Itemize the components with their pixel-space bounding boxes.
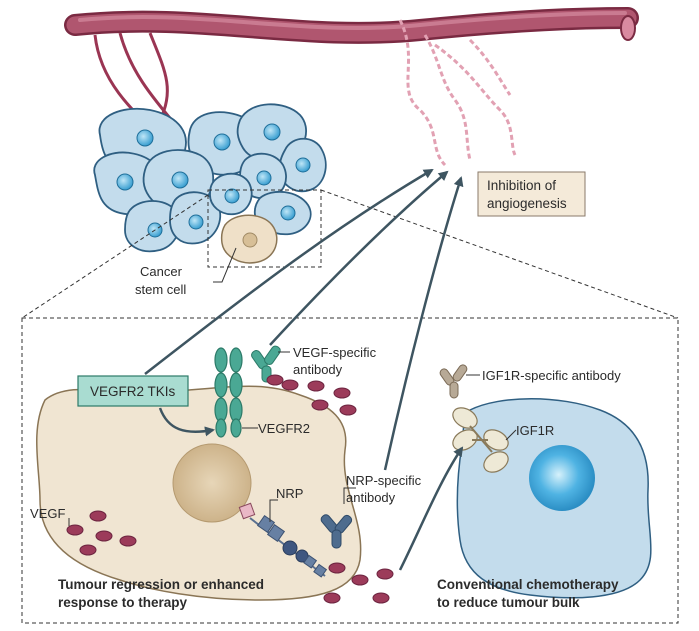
svg-text:VEGFR2 TKIs: VEGFR2 TKIs [90, 384, 176, 399]
tki-to-receptor-arrow [158, 407, 215, 437]
igf1r-antibody-label: IGF1R-specific antibody [482, 368, 621, 383]
tumour-cell-large [36, 385, 362, 601]
right-caption: Conventional chemotherapy [437, 577, 619, 592]
blue-cell-nucleus [529, 445, 595, 511]
zoom-lines [21, 189, 679, 319]
regressing-vessels [398, 19, 517, 167]
vegf-label: VEGF [30, 506, 65, 521]
cancer-stem-cell-label-2: stem cell [135, 282, 186, 297]
therapy-arrows [144, 168, 464, 571]
left-caption-2: response to therapy [58, 595, 188, 610]
lower-panel [21, 317, 679, 624]
large-cell-nucleus [172, 443, 252, 523]
igf1r-leader [505, 429, 517, 441]
nrp-antibody [320, 514, 353, 549]
stem-cell-leader [213, 247, 237, 283]
nrp-receptor [238, 502, 328, 578]
svg-text:angiogenesis: angiogenesis [487, 196, 567, 211]
igf1r-label: IGF1R [516, 423, 554, 438]
nrp-leader [269, 499, 278, 522]
right-caption-2: to reduce tumour bulk [437, 595, 580, 610]
svg-text:Inhibition of: Inhibition of [487, 178, 556, 193]
vegfr2-tkis-box: VEGFR2 TKIs [77, 375, 189, 407]
nrp-antibody-label: NRP-specific [346, 473, 422, 488]
cancer-stem-cell [220, 214, 278, 264]
cancer-stem-cell-label: Cancer [140, 264, 183, 279]
vegfr2-receptors [214, 347, 243, 438]
tumour-nuclei [116, 123, 311, 238]
nrp-antibody-label-2: antibody [346, 490, 396, 505]
inhibition-label-box: Inhibition of angiogenesis [477, 171, 586, 217]
igf1r-antibody [439, 364, 468, 399]
vegf-antibody-label-2: antibody [293, 362, 343, 377]
blood-vessel [64, 7, 639, 44]
vegf-antibody-label: VEGF-specific [293, 345, 377, 360]
nrp-label: NRP [276, 486, 303, 501]
vegf-antibody [251, 345, 281, 383]
left-caption: Tumour regression or enhanced [58, 577, 264, 592]
nrp-antibody-leader [343, 487, 356, 504]
igf1r-receptor [452, 407, 509, 473]
vegf-ligands [66, 374, 394, 604]
vegfr2-label: VEGFR2 [258, 421, 310, 436]
inset-box [207, 189, 322, 268]
